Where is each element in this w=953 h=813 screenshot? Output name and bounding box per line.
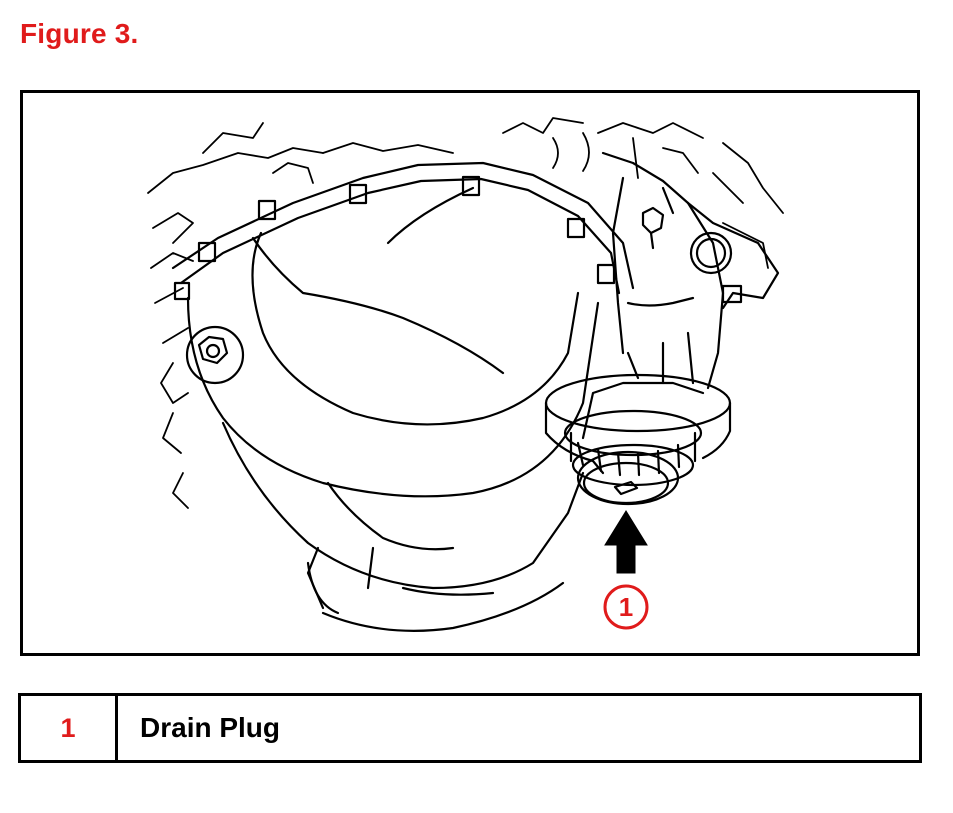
callout-number: 1	[619, 592, 633, 622]
figure-frame: 1	[20, 90, 920, 656]
side-bolt	[185, 325, 245, 385]
pan-bolt	[348, 183, 368, 205]
drain-plug-callout: 1	[603, 510, 649, 630]
drain-plug-assembly	[544, 373, 732, 506]
pan-bolt	[197, 241, 217, 263]
legend-table: 1 Drain Plug	[18, 693, 922, 763]
callout-circle	[603, 584, 649, 630]
oil-pan-flange	[171, 161, 635, 301]
pan-bolt	[173, 281, 191, 301]
figure-title: Figure 3.	[20, 18, 139, 49]
pan-bolt	[596, 263, 616, 285]
transaxle-drawing: 1	[147, 117, 784, 632]
pan-bolt	[461, 175, 481, 197]
legend-number: 1	[21, 696, 118, 760]
engine-background-lines	[147, 117, 784, 509]
oil-pan-body	[186, 186, 600, 632]
pan-bolt	[566, 217, 586, 239]
legend-label: Drain Plug	[140, 712, 281, 743]
arrow-up-icon	[604, 510, 648, 574]
transaxle-housing	[581, 151, 780, 440]
pan-bolt	[257, 199, 277, 221]
